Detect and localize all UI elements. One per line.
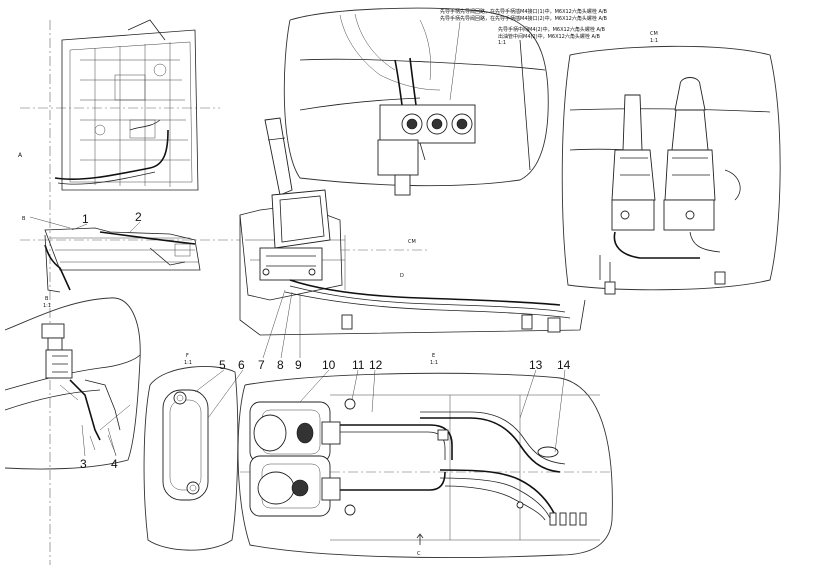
leader-lines	[71, 221, 566, 457]
view-f-ratio: 1:1	[184, 360, 192, 366]
chassis-plan-view: A	[18, 19, 220, 565]
view-b-left-label: B	[22, 216, 26, 222]
notes-block: 先导手柄先导阀回路，在先导手柄插M4接口(1)中，M6X12六角头螺栓 A/B …	[440, 8, 608, 40]
flange-detail-f: F 1:1	[143, 353, 239, 551]
view-d-center-label: D	[400, 273, 404, 279]
callout-9: 9	[295, 358, 302, 372]
callout-2: 2	[135, 210, 142, 224]
fittings-row	[549, 512, 587, 526]
valve-coils	[401, 113, 473, 135]
view-a-label: A	[18, 152, 23, 159]
view-e-ratio: 1:1	[430, 360, 438, 366]
view-e-label: E	[432, 353, 435, 359]
callout-11: 11	[352, 358, 365, 372]
callout-13: 13	[529, 358, 543, 372]
view-cm-center-label: CM	[408, 239, 416, 245]
callout-1: 1	[82, 212, 89, 226]
view-c-bottom-label: C	[417, 551, 421, 557]
callout-4: 4	[111, 457, 118, 471]
callout-5: 5	[219, 358, 226, 372]
note-4: 出油管中间M4(2)中，M6X12六角头螺栓 A/B	[498, 33, 601, 40]
dual-joystick-view: CM 1:1	[561, 31, 781, 295]
joystick-side-view: CM D	[239, 117, 586, 336]
cm-ratio-label: 1:1	[498, 40, 506, 46]
callout-numbers: 1 2 3 4 5 6 7 8 9 10 11 12 13 14	[80, 210, 571, 471]
view-f-label: F	[186, 353, 189, 359]
callout-14: 14	[557, 358, 571, 372]
side-view-b: B B 1:1	[20, 216, 240, 309]
callout-12: 12	[369, 358, 383, 372]
note-2: 先导手柄先导阀回路，在先导手柄插M4接口(2)中，M6X12六角头螺栓 A/B	[440, 15, 608, 22]
note-3: 先导手柄中间M4(2)中，M6X12六角头螺栓 A/B	[498, 26, 606, 33]
callout-10: 10	[322, 358, 336, 372]
callout-7: 7	[258, 358, 265, 372]
view-cm-right-label: CM	[650, 31, 658, 37]
view-b-bottom-label: B	[45, 296, 49, 302]
detail-view-3-4	[4, 297, 141, 470]
callout-8: 8	[277, 358, 284, 372]
plan-view-e: E 1:1 C	[237, 353, 613, 558]
view-b-ratio: 1:1	[43, 303, 51, 309]
view-cm-right-ratio: 1:1	[650, 38, 658, 44]
callout-6: 6	[238, 358, 245, 372]
valve-block-view: 1:1 先导手柄先导阀回路，在先导手柄插M4接口(1)中，M6X12六角头螺栓 …	[283, 7, 608, 196]
callout-3: 3	[80, 457, 87, 471]
note-1: 先导手柄先导阀回路，在先导手柄插M4接口(1)中，M6X12六角头螺栓 A/B	[440, 8, 608, 15]
